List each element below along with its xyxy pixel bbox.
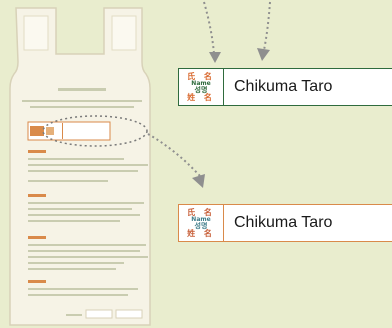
name-cell-multilingual: 氏 名 Name 성명 姓 名	[179, 205, 224, 241]
name-label-orange: 氏 名 Name 성명 姓 名 Chikuma Taro	[178, 204, 392, 242]
name-label-green: 氏 名 Name 성명 姓 名 Chikuma Taro	[178, 68, 392, 106]
name-label-english: Name	[191, 79, 211, 87]
name-label-chinese: 姓 名	[187, 92, 215, 102]
name-cell-multilingual: 氏 名 Name 성명 姓 名	[179, 69, 224, 105]
name-label-japanese: 氏 名	[187, 207, 215, 217]
bag-outline	[9, 7, 151, 326]
bag-handle-right	[111, 15, 137, 51]
name-value: Chikuma Taro	[234, 78, 333, 95]
name-label-korean: 성명	[194, 221, 208, 230]
name-label-chinese: 姓 名	[187, 228, 215, 238]
name-value: Chikuma Taro	[234, 214, 333, 231]
bag-handle-left	[23, 15, 49, 51]
name-label-korean: 성명	[194, 85, 208, 94]
name-label-japanese: 氏 名	[187, 71, 215, 81]
name-label-english: Name	[191, 215, 211, 223]
